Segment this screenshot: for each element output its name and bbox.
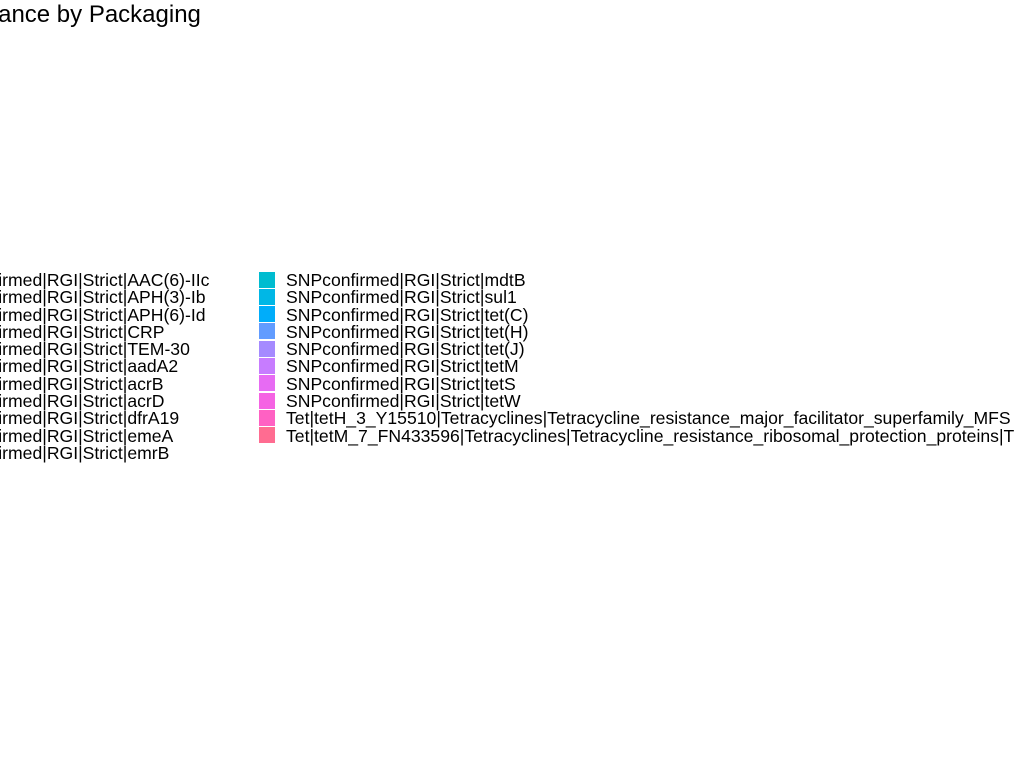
legend-swatch: [259, 306, 275, 323]
legend-swatch: [259, 323, 275, 340]
legend-swatch: [259, 288, 275, 305]
legend-swatch: [259, 392, 275, 409]
legend-label: confirmed|RGI|Strict|dfrA19: [0, 408, 180, 429]
legend-label: SNPconfirmed|RGI|Strict|tetW: [286, 391, 521, 412]
legend-label: confirmed|RGI|Strict|acrB: [0, 373, 164, 394]
legend-label: confirmed|RGI|Strict|aadA2: [0, 356, 179, 377]
legend-swatch: [259, 375, 275, 392]
legend-swatch: [259, 340, 275, 357]
legend-label: Tet|tetM_7_FN433596|Tetracyclines|Tetrac…: [286, 425, 1015, 446]
legend-label: confirmed|RGI|Strict|emeA: [0, 425, 174, 446]
legend-label: SNPconfirmed|RGI|Strict|tet(C): [286, 304, 529, 325]
legend-label: Tet|tetH_3_Y15510|Tetracyclines|Tetracyc…: [286, 408, 1011, 429]
legend-label: confirmed|RGI|Strict|acrD: [0, 391, 165, 412]
legend-label: confirmed|RGI|Strict|CRP: [0, 321, 165, 342]
legend-swatch: [259, 358, 275, 375]
legend-label: confirmed|RGI|Strict|AAC(6)-IIc: [0, 270, 210, 290]
legend-label: confirmed|RGI|Strict|APH(3)-Ib: [0, 287, 206, 308]
legend-label: SNPconfirmed|RGI|Strict|tetS: [286, 373, 516, 394]
legend-label: confirmed|RGI|Strict|APH(6)-Id: [0, 304, 206, 325]
legend-label: SNPconfirmed|RGI|Strict|tetM: [286, 356, 519, 377]
legend-swatch: [259, 409, 275, 426]
legend-label: confirmed|RGI|Strict|TEM-30: [0, 339, 190, 360]
legend-label: SNPconfirmed|RGI|Strict|sul1: [286, 287, 517, 308]
legend-label: confirmed|RGI|Strict|emrB: [0, 442, 170, 463]
chart-title: e Abundance by Packaging: [0, 1, 201, 28]
legend-swatch: [259, 427, 275, 444]
legend-label: SNPconfirmed|RGI|Strict|tet(J): [286, 339, 525, 360]
legend-label: SNPconfirmed|RGI|Strict|tet(H): [286, 321, 529, 342]
legend-label: SNPconfirmed|RGI|Strict|mdtB: [286, 270, 526, 290]
legend-swatch: [259, 271, 275, 288]
